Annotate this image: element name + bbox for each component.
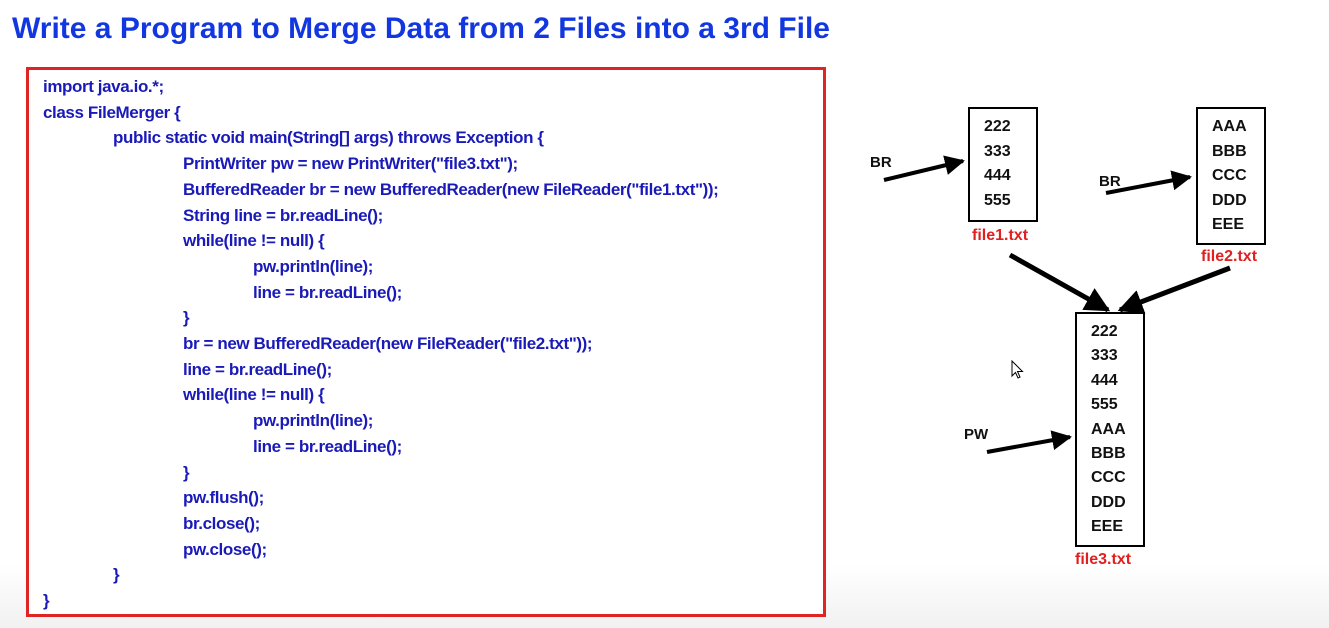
code-line: String line = br.readLine();: [183, 205, 383, 225]
code-line: pw.close();: [183, 539, 267, 559]
file3-line: 333: [1091, 347, 1118, 365]
file2-label: file2.txt: [1201, 248, 1258, 265]
code-line: import java.io.*;: [43, 77, 164, 96]
file1-line: 222: [984, 118, 1011, 135]
file3-line: BBB: [1091, 445, 1126, 462]
code-line: pw.flush();: [183, 488, 264, 508]
file3-line: DDD: [1091, 493, 1126, 511]
file1-pointer-label: BR: [870, 154, 892, 171]
file2-br-arrow: [1105, 170, 1192, 195]
code-line: pw.println(line);: [253, 256, 374, 276]
code-line: }: [183, 308, 190, 328]
code-line: pw.println(line);: [253, 411, 374, 431]
code-box: import java.io.*; class FileMerger { publi…: [26, 67, 826, 617]
file1-br-arrow: [883, 155, 965, 182]
code-line: br.close();: [183, 513, 260, 533]
code-line: public static void main(String[] args) t…: [113, 128, 544, 148]
file3-line: EEE: [1091, 518, 1124, 536]
code-line: line = br.readLine();: [253, 436, 402, 456]
file3-line: AAA: [1091, 420, 1126, 438]
code-line: }: [43, 591, 50, 610]
file1-line: 555: [984, 191, 1011, 209]
code-line: class FileMerger {: [43, 102, 181, 122]
file1-label: file1.txt: [972, 227, 1029, 244]
page-title: Write a Program to Merge Data from 2 Fil…: [12, 12, 830, 45]
code-line: }: [113, 565, 120, 585]
code-line: while(line != null) {: [183, 385, 325, 405]
code-line: PrintWriter pw = new PrintWriter("file3.…: [183, 154, 518, 174]
file1-merge-arrow: [1008, 252, 1111, 313]
file2-line: BBB: [1212, 142, 1247, 160]
file2-line: DDD: [1212, 191, 1247, 209]
code-line: }: [183, 462, 190, 482]
file1-line: 444: [984, 167, 1011, 184]
file1-box: 222 333 444 555: [968, 107, 1038, 222]
code-line: while(line != null) {: [183, 231, 325, 251]
file2-pointer-label: BR: [1099, 173, 1121, 190]
file2-line: CCC: [1212, 167, 1247, 184]
code-line: line = br.readLine();: [253, 282, 402, 302]
file2-merge-arrow: [1117, 265, 1231, 314]
file2-line: AAA: [1212, 118, 1247, 135]
mouse-cursor-icon: [1011, 359, 1025, 385]
code-line: br = new BufferedReader(new FileReader("…: [183, 334, 593, 353]
code-line: BufferedReader br = new BufferedReader(n…: [183, 179, 719, 199]
file3-pointer-label: PW: [964, 426, 989, 443]
file3-line: 555: [1091, 396, 1118, 414]
file3-line: 222: [1091, 323, 1118, 340]
file1-line: 333: [984, 142, 1011, 160]
file3-line: 444: [1091, 371, 1118, 389]
file2-line: EEE: [1212, 216, 1245, 233]
file2-box: AAA BBB CCC DDD EEE: [1196, 107, 1266, 245]
file3-label: file3.txt: [1075, 551, 1132, 568]
file3-pw-arrow: [986, 430, 1072, 454]
code-line: line = br.readLine();: [183, 359, 332, 379]
file3-line: CCC: [1091, 469, 1126, 487]
